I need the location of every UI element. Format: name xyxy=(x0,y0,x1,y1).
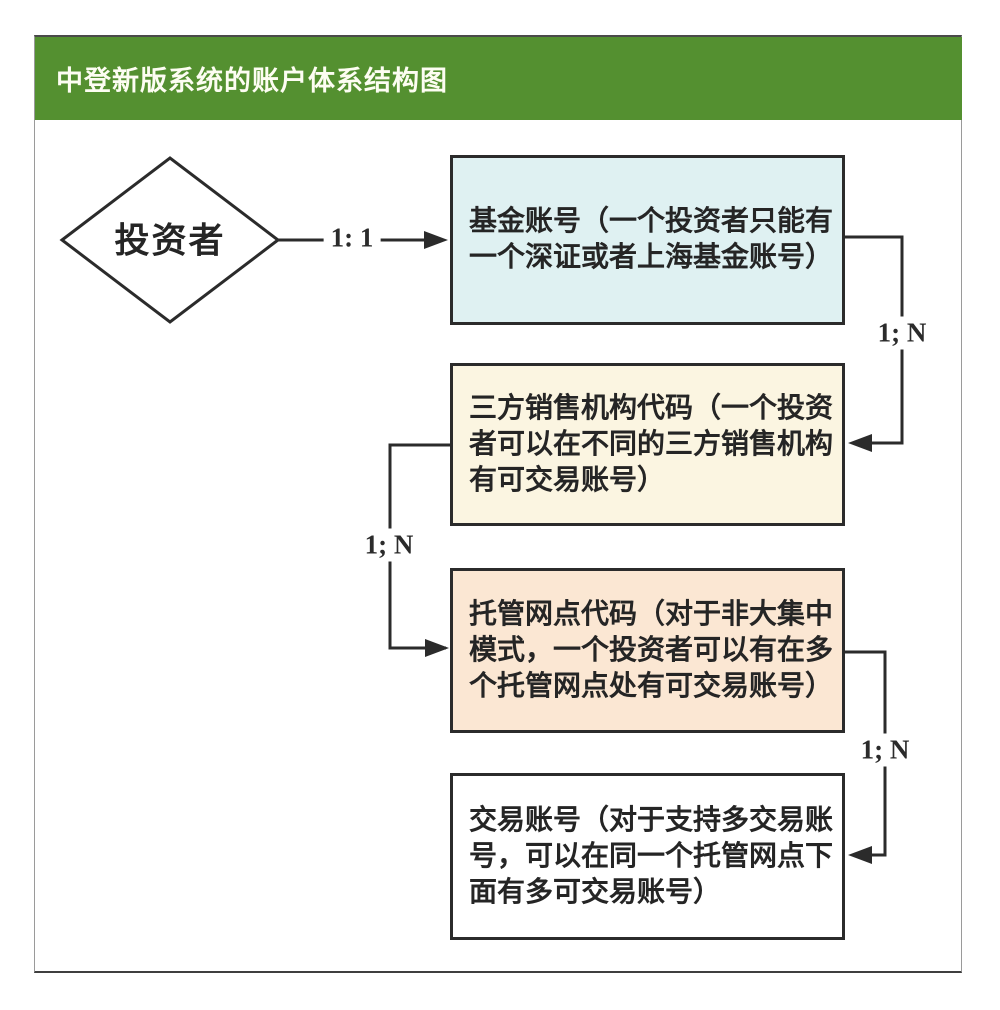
node-third-party-agency-code-text: 三方销售机构代码（一个投资 者可以在不同的三方销售机构 有可交易账号） xyxy=(469,392,834,496)
node-fund-account: 基金账号（一个投资者只能有 一个深证或者上海基金账号） xyxy=(450,155,845,325)
title-bar: 中登新版系统的账户体系结构图 xyxy=(35,37,962,120)
relation-label-1-1: 1: 1 xyxy=(323,221,381,255)
node-custody-branch-code-text: 托管网点代码（对于非大集中 模式，一个投资者可以有在多 个托管网点处有可交易账号… xyxy=(469,598,834,702)
node-third-party-agency-code: 三方销售机构代码（一个投资 者可以在不同的三方销售机构 有可交易账号） xyxy=(450,363,845,526)
investor-entity-label: 投资者 xyxy=(114,221,226,261)
node-custody-branch-code: 托管网点代码（对于非大集中 模式，一个投资者可以有在多 个托管网点处有可交易账号… xyxy=(450,568,845,733)
relation-label-1-n-branch-trading: 1; N xyxy=(853,733,917,767)
arrowhead-left-icon xyxy=(848,846,872,864)
node-fund-account-text: 基金账号（一个投资者只能有 一个深证或者上海基金账号） xyxy=(469,206,834,273)
relation-label-1-n-agency-branch: 1; N xyxy=(357,528,421,562)
arrowhead-right-icon xyxy=(424,231,448,249)
node-trading-account: 交易账号（对于支持多交易账 号，可以在同一个托管网点下 面有多可交易账号） xyxy=(450,773,845,940)
arrowhead-right-icon xyxy=(425,639,449,657)
relation-label-1-n-fund-agency: 1; N xyxy=(870,316,934,350)
node-trading-account-text: 交易账号（对于支持多交易账 号，可以在同一个托管网点下 面有多可交易账号） xyxy=(469,804,834,908)
arrowhead-left-icon xyxy=(848,434,872,452)
page-title: 中登新版系统的账户体系结构图 xyxy=(56,66,448,96)
